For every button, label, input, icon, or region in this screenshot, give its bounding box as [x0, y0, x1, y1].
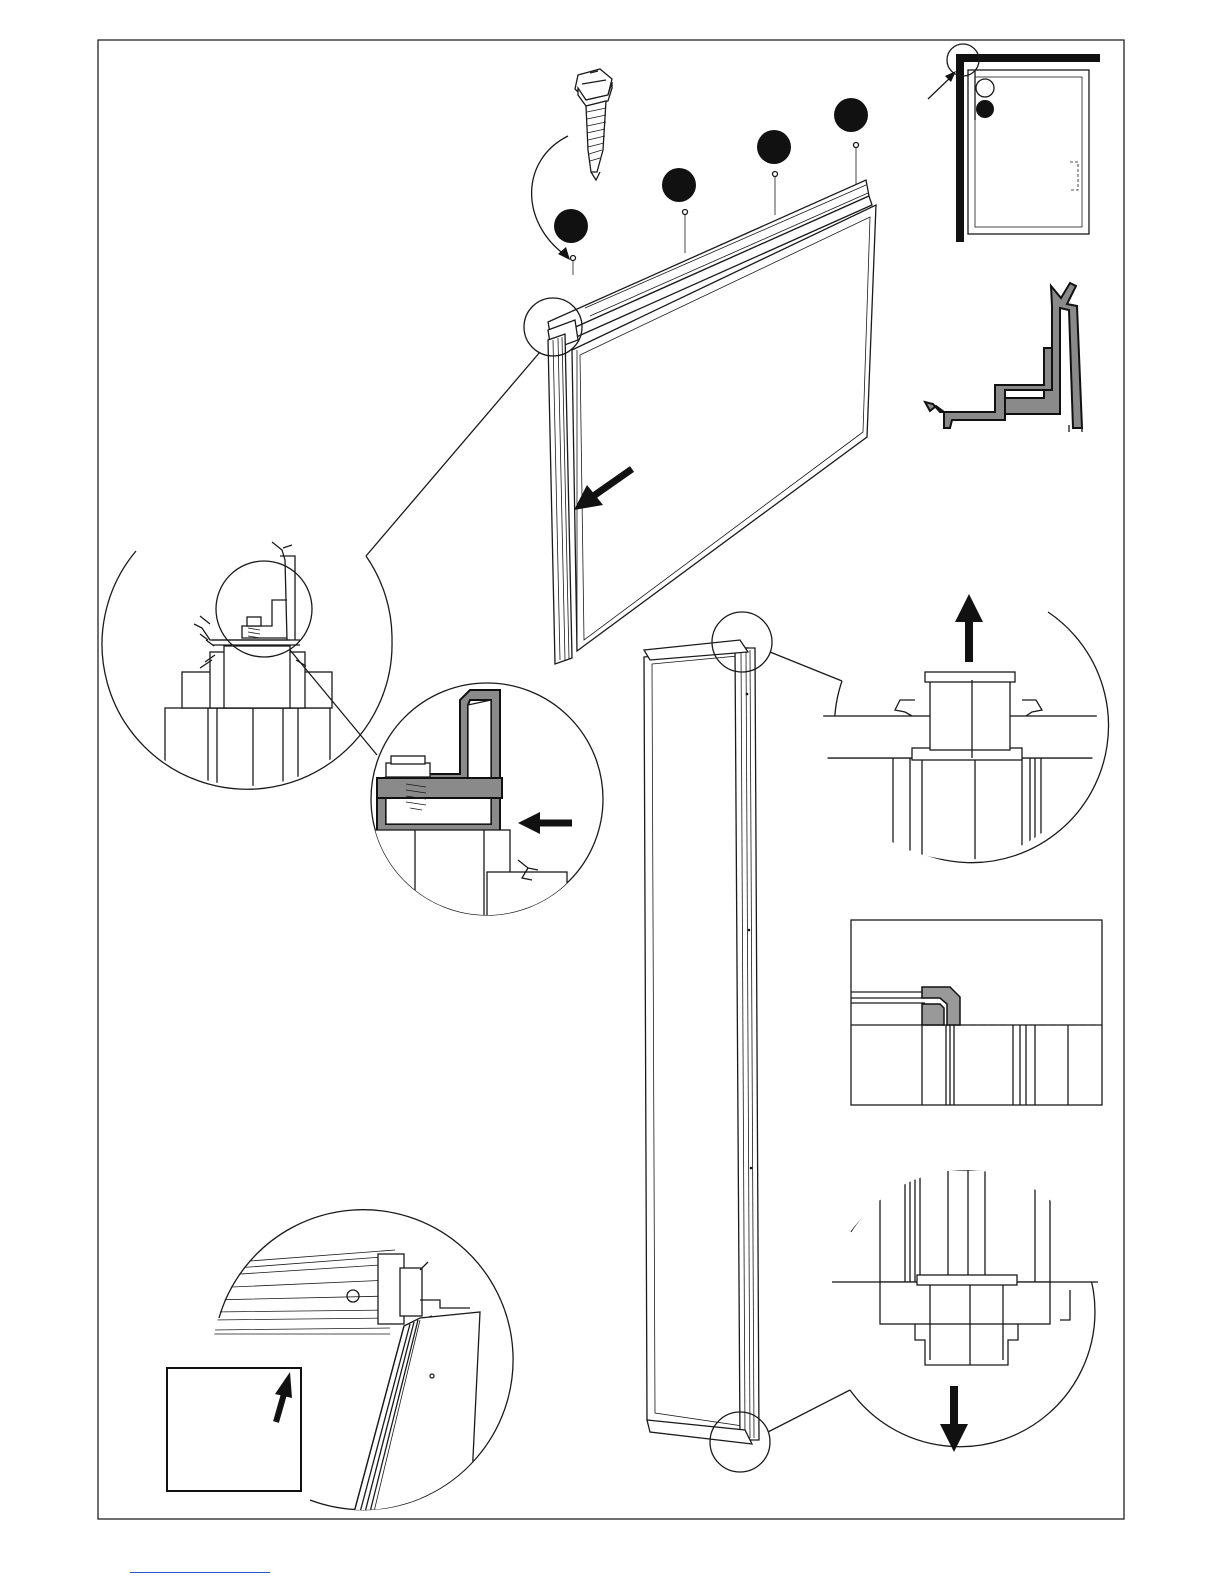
callout-badge-3 [757, 130, 791, 164]
top-right-detail-loupe [820, 594, 1109, 868]
plan-view-thumbnail [928, 44, 1100, 242]
press-arrow-left-icon [518, 812, 572, 834]
corner-profile-section [925, 283, 1082, 432]
left-detail-loupe [102, 542, 392, 798]
callout-badge-4 [834, 98, 868, 132]
callout-badge-2 [662, 168, 696, 202]
rotation-arrowhead-icon [558, 247, 570, 260]
middle-detail-loupe [370, 683, 603, 942]
square-inset-detail [851, 920, 1102, 1105]
tall-panel [644, 640, 759, 1444]
self-drilling-screw-icon [575, 69, 612, 180]
lift-arrow-up-icon [955, 594, 983, 662]
panel-with-top-profile [548, 180, 876, 664]
footer-link-underline[interactable] [130, 1572, 270, 1573]
left-loupe-profile [194, 542, 300, 646]
callout-badge-1 [554, 209, 588, 243]
lower-arrow-down-icon [940, 1386, 968, 1452]
bottom-right-detail-loupe [820, 1170, 1110, 1452]
bottom-left-detail-loupe [167, 1210, 513, 1520]
